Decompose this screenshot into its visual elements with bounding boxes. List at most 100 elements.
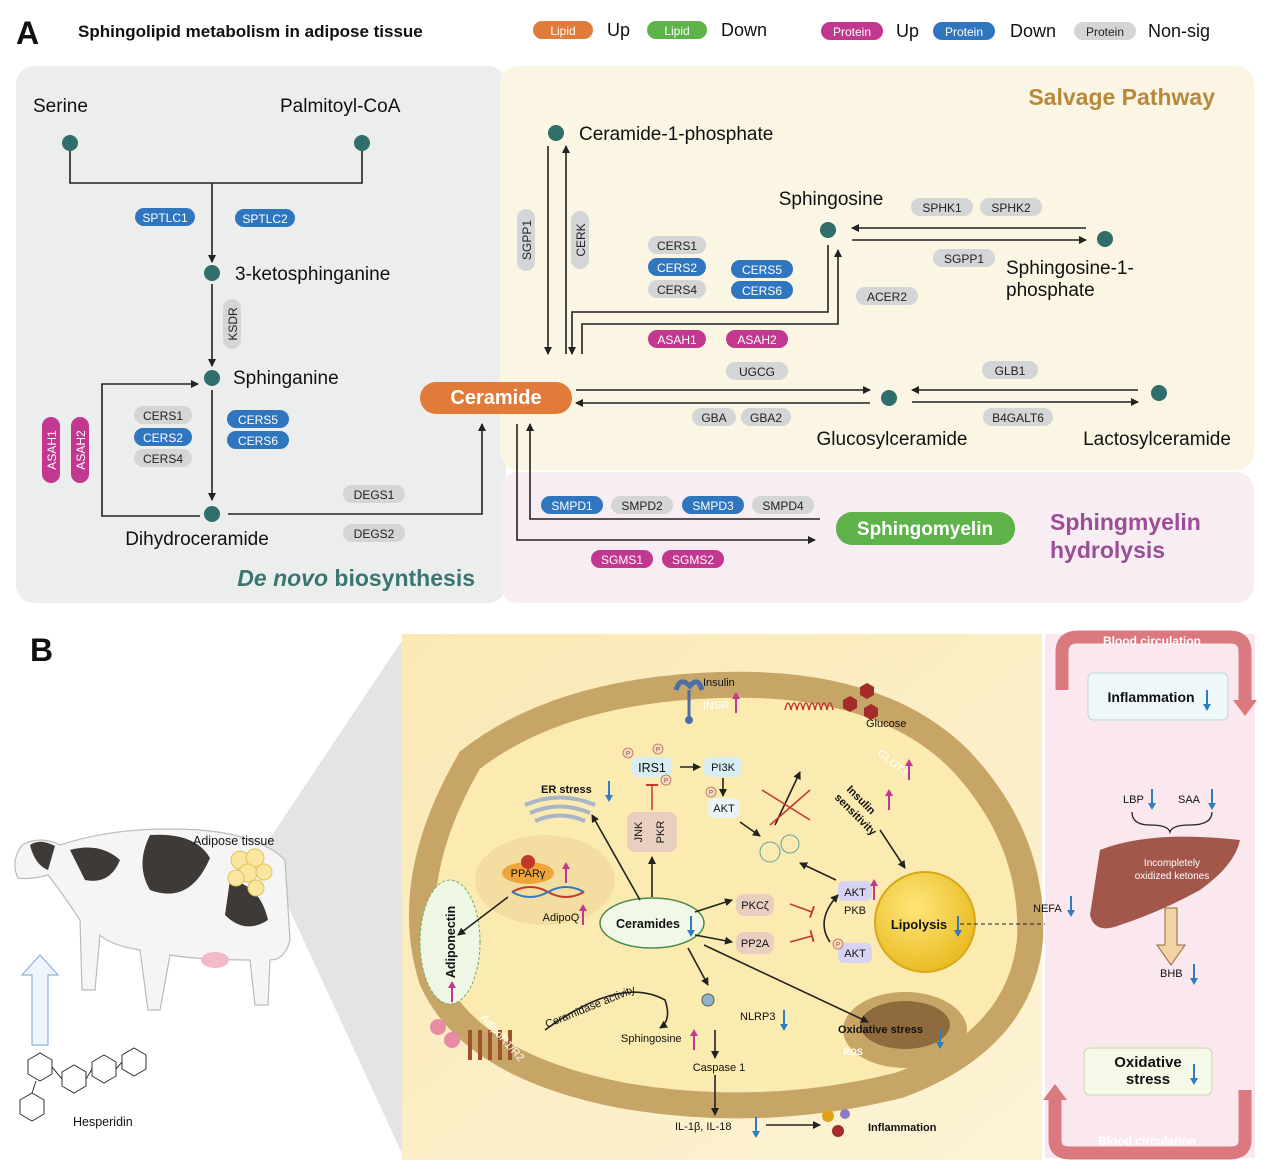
enzyme-sgpp1: SGPP1 [517, 209, 535, 271]
metabolite-node [204, 265, 220, 281]
up-arrow-icon [562, 862, 570, 883]
down-arrow-icon [1148, 789, 1156, 810]
oxidative-stress-label: Oxidative stress [838, 1024, 923, 1036]
ppar-gamma-label: PPARγ [511, 868, 546, 880]
enzyme-acer2-label: ACER2 [867, 290, 907, 304]
enzyme-cers6-label: CERS6 [238, 434, 278, 448]
metabolite-nodes [62, 125, 1167, 522]
liver-icon [1090, 836, 1240, 929]
ceramides-node [599, 897, 705, 949]
metabolite-s1p-1: Sphingosine-1- [1006, 258, 1134, 279]
enzyme-acer2: ACER2 [856, 287, 918, 305]
signaling-boxes [627, 757, 872, 963]
metabolite-serine: Serine [33, 96, 88, 117]
circulation-arrow-top [1055, 630, 1252, 700]
down-arrow-icon [780, 1010, 788, 1031]
zoom-cone [262, 636, 405, 1160]
phosphate-icon: P [705, 786, 717, 798]
interleukins-label: IL-1β, IL-18 [675, 1121, 731, 1133]
enzyme-sptlc1: SPTLC1 [135, 208, 195, 226]
circulation-arrow-bottom [1048, 1090, 1252, 1160]
enzyme-sptlc2: SPTLC2 [235, 209, 295, 227]
enzyme-cers5: CERS5 [227, 410, 289, 428]
enzyme-gba2: GBA2 [741, 408, 791, 426]
enzyme-degs2-label: DEGS2 [354, 527, 395, 541]
signaling-arrows [457, 763, 1090, 1129]
legend-label-protein_down: Down [1010, 21, 1056, 41]
legend-label-lipid_up: Up [607, 20, 630, 40]
brace-icon [1131, 811, 1213, 835]
metabolite-ceramide-1-phosphate: Ceramide-1-phosphate [579, 124, 773, 145]
inflammasome-icon [701, 993, 715, 1007]
phosphate-label: P [709, 791, 713, 797]
glut4-transporter-icon [784, 702, 834, 711]
sphingosine-label: Sphingosine [621, 1033, 682, 1045]
legend-pill-non_sig: Protein [1074, 22, 1136, 40]
metabolite-sphingosine: Sphingosine [779, 189, 884, 210]
akt-low-label: AKT [844, 948, 866, 960]
enzyme-b4galt6-label: B4GALT6 [992, 411, 1044, 425]
enzyme-cers1: CERS1 [134, 406, 192, 424]
adiponectin-molecule-icon [430, 1019, 446, 1035]
enzyme-cers6: CERS6 [731, 281, 793, 299]
systemic-inflammation-label: Inflammation [1107, 689, 1194, 705]
hesperidin-molecule-icon [19, 1047, 147, 1122]
metabolite-node [204, 370, 220, 386]
down-arrow-icon [1203, 690, 1211, 711]
adiponectin-shape [419, 879, 481, 1005]
svg-text:Ceramide: Ceramide [450, 387, 541, 409]
phosphate-label: P [664, 779, 668, 785]
hydrolysis-title-1: Sphingmyelin [1050, 509, 1201, 535]
enzyme-smpd1-label: SMPD1 [551, 499, 593, 513]
pkb-label: PKB [844, 905, 866, 917]
enzyme-cers5: CERS5 [731, 260, 793, 278]
enzyme-asah1: ASAH1 [42, 417, 60, 483]
ros-label: ROS [843, 1047, 863, 1057]
metabolite-node [1097, 231, 1113, 247]
down-arrow-icon [752, 1117, 760, 1138]
enzyme-sphk1: SPHK1 [911, 198, 973, 216]
pi3k-label: PI3K [711, 762, 736, 774]
legend-pill-lipid_up-label: Lipid [550, 24, 575, 38]
enzyme-cers1-label: CERS1 [657, 239, 697, 253]
panel-a-title: Sphingolipid metabolism in adipose tissu… [78, 22, 423, 41]
enzyme-gba2-label: GBA2 [750, 411, 782, 425]
enzyme-ksdr: KSDR [223, 299, 241, 349]
circulation-arrowhead-icon [1043, 1084, 1067, 1100]
panel-a-label: A [16, 15, 39, 51]
de-novo-title: De novo biosynthesis [237, 565, 475, 591]
down-arrow-icon [936, 1028, 944, 1049]
down-arrow-icon [605, 781, 613, 802]
cow-illustration [14, 828, 291, 1011]
svg-text:Sphingomyelin: Sphingomyelin [857, 519, 993, 540]
enzyme-degs1: DEGS1 [343, 485, 405, 503]
phosphate-icon: P [622, 747, 634, 759]
salvage-title: Salvage Pathway [1028, 84, 1215, 110]
adiponectin-receptor-icon [468, 1030, 512, 1060]
akt-top-label: AKT [713, 803, 735, 815]
enzyme-ugcg: UGCG [726, 362, 788, 380]
insr-label: INSR [703, 700, 729, 712]
enzyme-asah2: ASAH2 [71, 417, 89, 483]
metabolite-node [204, 506, 220, 522]
enzyme-cers6: CERS6 [227, 431, 289, 449]
enzyme-asah2: ASAH2 [726, 330, 788, 348]
enzyme-cers4-label: CERS4 [657, 283, 697, 297]
phosphate-icon: P [660, 774, 672, 786]
down-arrow-icon [687, 916, 695, 937]
enzyme-cers1-label: CERS1 [143, 409, 183, 423]
adipose-tissue-label: Adipose tissue [193, 834, 274, 848]
enzyme-cers5-label: CERS5 [742, 263, 782, 277]
up-arrow-icon [579, 904, 587, 925]
metabolite-glucosylceramide: Glucosylceramide [817, 429, 968, 450]
enzyme-glb1: GLB1 [982, 361, 1038, 379]
enzyme-sgpp1: SGPP1 [933, 249, 995, 267]
metabolite-palmitoyl-coa: Palmitoyl-CoA [280, 96, 401, 117]
enzyme-gba-label: GBA [701, 411, 726, 425]
enzyme-cers6-label: CERS6 [742, 284, 782, 298]
circulation-arrowhead-icon [1233, 700, 1257, 716]
legend-pill-protein_up-label: Protein [833, 25, 871, 39]
phosphate-icon: P [832, 938, 844, 950]
